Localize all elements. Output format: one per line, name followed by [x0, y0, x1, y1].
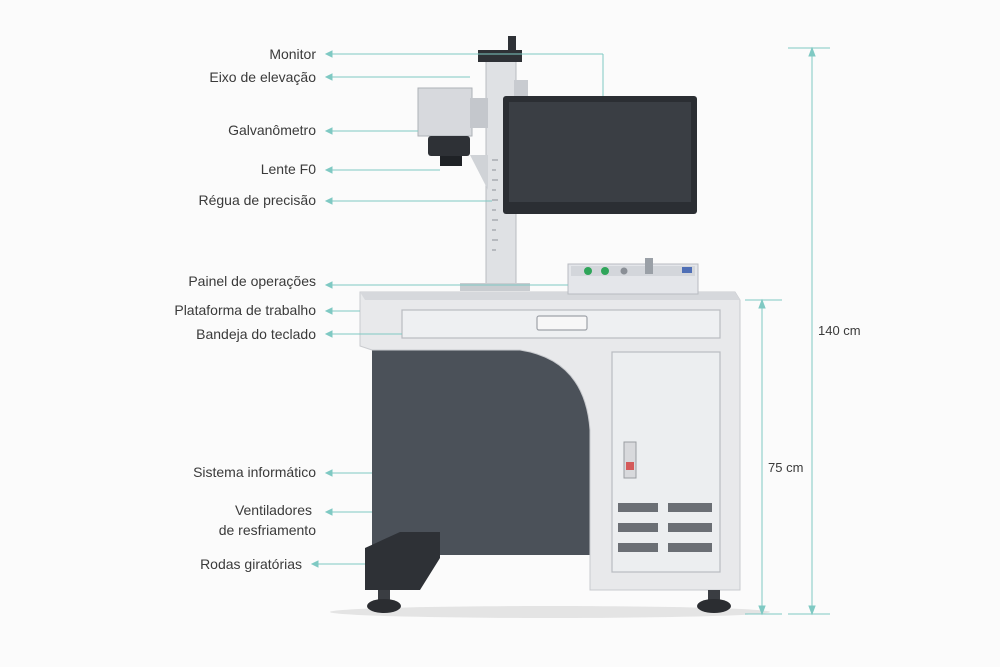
computer-system-body [372, 348, 600, 555]
label-swivel-wheels: Rodas giratórias [200, 556, 302, 572]
foot-pedal [365, 532, 440, 590]
dimension-total-height: 140 cm [818, 323, 861, 338]
label-keyboard-tray: Bandeja do teclado [196, 326, 316, 342]
label-elevation-axis: Eixo de elevação [209, 69, 316, 85]
label-galvanometer: Galvanômetro [228, 122, 316, 138]
label-work-platform: Plataforma de trabalho [174, 302, 316, 318]
machine-illustration [330, 36, 770, 618]
label-computer-system: Sistema informático [193, 464, 316, 480]
leader-lines [310, 50, 604, 568]
label-monitor: Monitor [269, 46, 316, 62]
drawer-handle [536, 315, 588, 331]
label-cooling-fans-line1: Ventiladores [234, 502, 312, 518]
label-f0-lens: Lente F0 [260, 161, 316, 177]
dimension-lines [745, 46, 830, 616]
galvanometer-head [417, 87, 473, 137]
label-precision-ruler: Régua de precisão [198, 192, 316, 208]
label-operation-panel: Painel de operações [188, 273, 316, 289]
f0-lens-body [428, 136, 470, 156]
dimension-table-height: 75 cm [768, 460, 804, 475]
label-cooling-fans-line2: de resfriamento [218, 522, 316, 538]
